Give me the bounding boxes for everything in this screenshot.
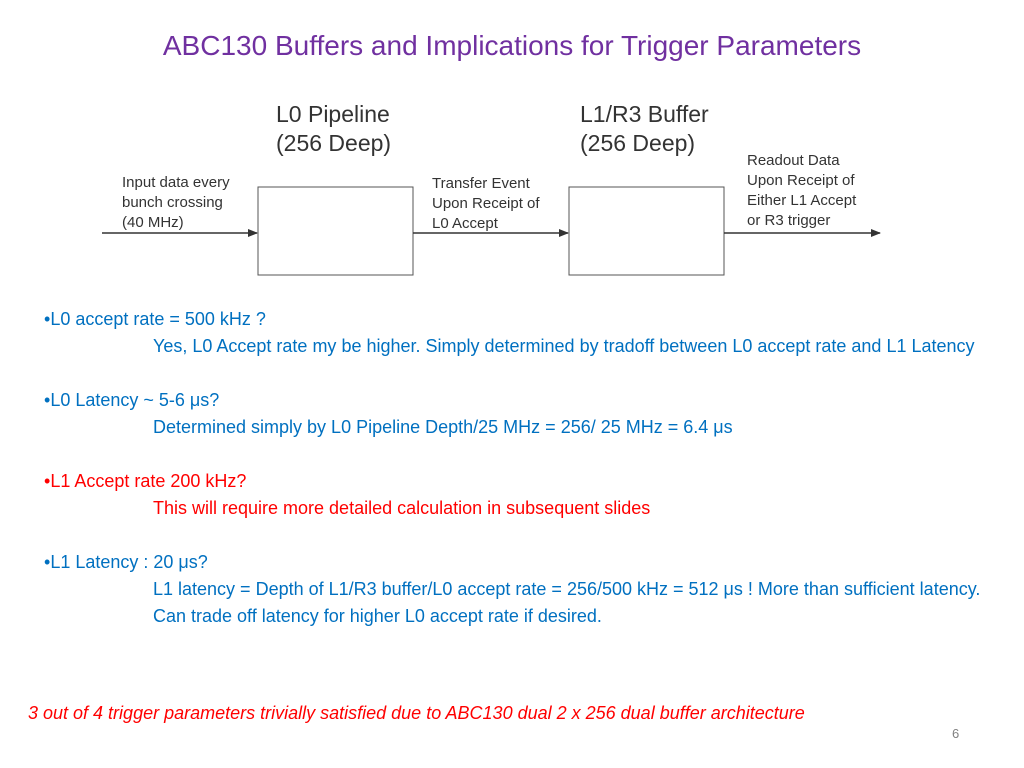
buffer-diagram: L0 Pipeline (256 Deep) L1/R3 Buffer (256… — [102, 101, 881, 276]
l1r3-buffer-title-line2: (256 Deep) — [580, 130, 695, 156]
bullet-head: L0 accept rate = 500 kHz ? — [44, 306, 984, 333]
readout-label-line4: or R3 trigger — [747, 212, 830, 229]
transfer-label-line1: Transfer Event — [432, 175, 531, 192]
bullet-l0-latency: L0 Latency ~ 5-6 μs? Determined simply b… — [44, 387, 984, 441]
bullet-l1-accept-rate: L1 Accept rate 200 kHz? This will requir… — [44, 468, 984, 522]
readout-label-line2: Upon Receipt of — [747, 172, 855, 189]
readout-label-line3: Either L1 Accept — [747, 192, 857, 209]
bullet-head: L1 Accept rate 200 kHz? — [44, 468, 984, 495]
bullet-l0-accept-rate: L0 accept rate = 500 kHz ? Yes, L0 Accep… — [44, 306, 984, 360]
conclusion-text: 3 out of 4 trigger parameters trivially … — [28, 703, 805, 723]
bullet-detail: This will require more detailed calculat… — [153, 498, 651, 518]
input-label-line1: Input data every — [122, 174, 230, 191]
input-label-line3: (40 MHz) — [122, 214, 184, 231]
input-label-line2: bunch crossing — [122, 194, 223, 211]
bullet-detail: L1 latency = Depth of L1/R3 buffer/L0 ac… — [153, 579, 981, 626]
transfer-label-line2: Upon Receipt of — [432, 195, 540, 212]
bullet-detail: Determined simply by L0 Pipeline Depth/2… — [153, 417, 733, 437]
slide-title: ABC130 Buffers and Implications for Trig… — [162, 30, 862, 61]
l0-pipeline-box — [257, 186, 414, 276]
bullet-l1-latency: L1 Latency : 20 μs? L1 latency = Depth o… — [44, 549, 984, 630]
transfer-label-line3: L0 Accept — [432, 215, 499, 232]
l0-pipeline-title-line1: L0 Pipeline — [276, 101, 390, 127]
bullet-head: L1 Latency : 20 μs? — [44, 549, 984, 576]
readout-label-line1: Readout Data — [747, 152, 840, 169]
page-number: 6 — [952, 726, 960, 741]
l1r3-buffer-title-line1: L1/R3 Buffer — [580, 101, 709, 127]
bullet-detail: Yes, L0 Accept rate my be higher. Simply… — [153, 336, 975, 356]
l1r3-buffer-box — [568, 186, 725, 276]
l0-pipeline-title-line2: (256 Deep) — [276, 130, 391, 156]
bullet-list: L0 accept rate = 500 kHz ? Yes, L0 Accep… — [44, 306, 984, 657]
bullet-head: L0 Latency ~ 5-6 μs? — [44, 387, 984, 414]
